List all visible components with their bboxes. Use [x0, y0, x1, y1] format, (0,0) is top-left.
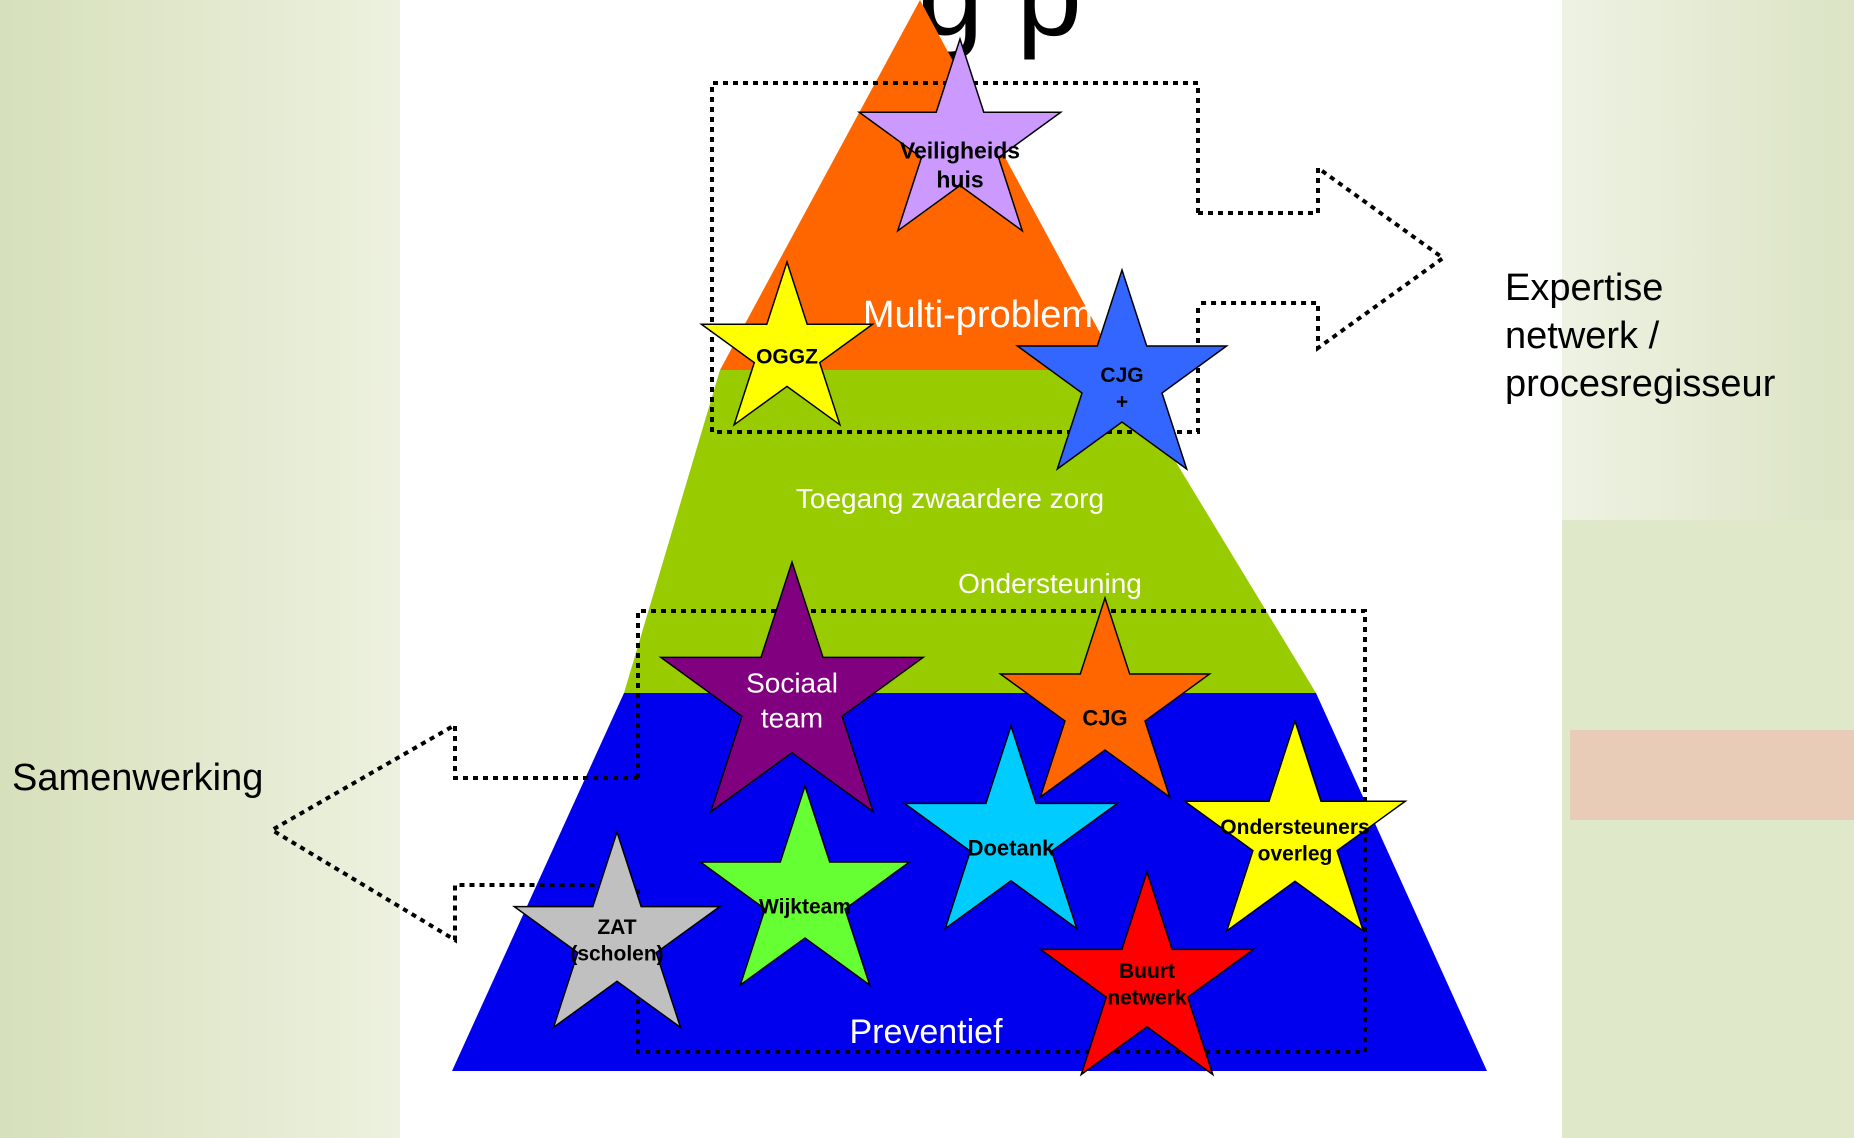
star-oggz-label-1: OGGZ	[756, 345, 818, 368]
layer-label-toegang: Toegang zwaardere zorg	[796, 483, 1104, 514]
top-dotted-arrow-box	[710, 81, 1447, 434]
background-photo-right-field	[1562, 520, 1854, 1138]
star-ondersteuners-overleg: Ondersteuners overleg	[1182, 718, 1408, 933]
star-veiligheidshuis-label-2: huis	[936, 166, 983, 192]
star-veiligheidshuis-shape	[856, 36, 1064, 233]
star-wijkteam: Wijkteam	[698, 783, 912, 987]
expertise-label-line-3: procesregisseur	[1505, 363, 1776, 405]
background-photo-left	[0, 0, 400, 1138]
layer-label-multi-problem: Multi-problem	[863, 294, 1093, 336]
star-wijkteam-label-1: Wijkteam	[759, 895, 851, 918]
star-cjg-plus-shape	[1015, 267, 1229, 471]
star-sociaal-team-shape	[658, 559, 926, 814]
star-cjg-plus-label-1: CJG	[1100, 364, 1143, 387]
star-buurt-netwerk: Buurt netwerk	[1038, 869, 1256, 1077]
star-zat-scholen: ZAT (scholen)	[511, 829, 723, 1030]
star-doetank-label-1: Doetank	[968, 836, 1056, 861]
background-photo-right-table	[1570, 730, 1854, 820]
star-ondersteuners-overleg-label-1: Ondersteuners	[1220, 816, 1369, 839]
bottom-dotted-arrow-box	[268, 609, 1367, 1054]
star-ondersteuners-overleg-shape	[1182, 718, 1408, 933]
star-cjg-plus-label-2: +	[1116, 391, 1128, 414]
star-buurt-netwerk-label-1: Buurt	[1119, 960, 1175, 983]
layer-label-preventief: Preventief	[849, 1013, 1003, 1051]
star-cjg-label-1: CJG	[1082, 706, 1127, 731]
expertise-label: Expertise netwerk / procesregisseur	[1505, 267, 1776, 405]
star-oggz: OGGZ	[699, 259, 875, 427]
star-buurt-netwerk-shape	[1038, 869, 1256, 1077]
expertise-label-line-1: Expertise	[1505, 267, 1663, 309]
star-doetank-shape	[902, 723, 1120, 931]
star-sociaal-team: Sociaal team	[658, 559, 926, 814]
star-ondersteuners-overleg-label-2: overleg	[1258, 843, 1333, 866]
star-zat-scholen-shape	[511, 829, 723, 1030]
star-zat-scholen-label-2: (scholen)	[570, 943, 663, 966]
pyramid-middle-layer	[624, 370, 1316, 693]
star-sociaal-team-label-2: team	[761, 702, 823, 733]
star-doetank: Doetank	[902, 723, 1120, 931]
star-sociaal-team-label-1: Sociaal	[746, 667, 838, 698]
star-cjg: CJG	[998, 595, 1212, 799]
layer-label-ondersteuning: Ondersteuning	[958, 568, 1142, 599]
samenwerking-label: Samenwerking	[12, 757, 263, 799]
star-cjg-plus: CJG +	[1015, 267, 1229, 471]
expertise-label-line-2: netwerk /	[1505, 315, 1660, 357]
star-zat-scholen-label-1: ZAT	[597, 916, 636, 939]
star-oggz-shape	[699, 259, 875, 427]
star-cjg-shape	[998, 595, 1212, 799]
star-buurt-netwerk-label-2: netwerk	[1107, 987, 1187, 1010]
star-veiligheidshuis-label-1: Veiligheids	[900, 138, 1020, 164]
star-wijkteam-shape	[698, 783, 912, 987]
